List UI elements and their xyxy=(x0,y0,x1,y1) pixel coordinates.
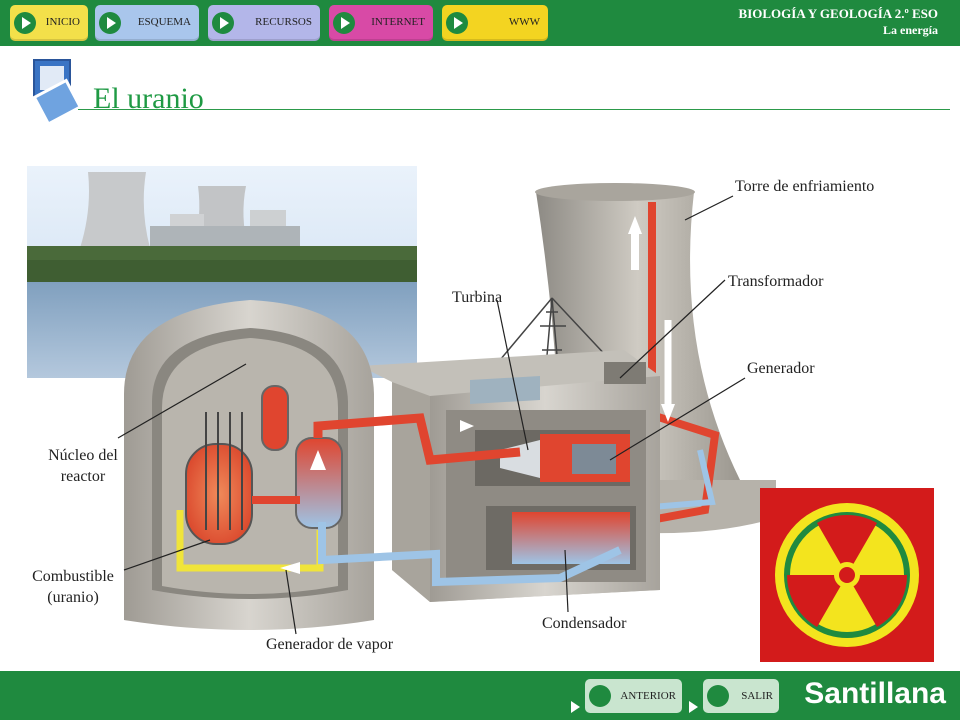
course-header: BIOLOGÍA Y GEOLOGÍA 2.º ESO La energía xyxy=(739,6,938,38)
play-icon xyxy=(99,12,121,34)
nav-esquema-label: ESQUEMA xyxy=(137,16,191,28)
nav-recursos-label: RECURSOS xyxy=(255,16,312,28)
nav-recursos-button[interactable]: RECURSOS xyxy=(208,5,320,41)
play-icon xyxy=(333,12,355,34)
radiation-warning-icon xyxy=(760,488,934,662)
play-icon xyxy=(571,701,580,713)
label-condenser: Condensador xyxy=(542,615,627,632)
label-reactor-core-line2: reactor xyxy=(60,468,106,485)
reactor-containment xyxy=(124,300,622,630)
nav-internet-button[interactable]: INTERNET xyxy=(329,5,433,41)
circle-icon xyxy=(589,685,611,707)
previous-button[interactable]: ANTERIOR xyxy=(571,679,682,713)
turbine-building xyxy=(360,350,660,602)
nuclear-plant-diagram xyxy=(27,166,934,662)
label-fuel-line2: (uranio) xyxy=(47,589,99,606)
nav-esquema-button[interactable]: ESQUEMA xyxy=(95,5,199,41)
top-navigation-bar: INICIO ESQUEMA RECURSOS INTERNET WWW BIO… xyxy=(0,0,960,46)
previous-label: ANTERIOR xyxy=(620,690,676,702)
label-leader-lines xyxy=(117,195,746,635)
nav-inicio-button[interactable]: INICIO xyxy=(10,5,88,41)
play-icon xyxy=(14,12,36,34)
title-divider xyxy=(78,109,950,110)
label-fuel-line1: Combustible xyxy=(32,568,114,585)
label-turbine: Turbina xyxy=(452,289,503,306)
nav-inicio-label: INICIO xyxy=(45,16,80,28)
nav-www-button[interactable]: WWW xyxy=(442,5,548,41)
exit-button[interactable]: SALIR xyxy=(689,679,779,713)
unit-title: La energía xyxy=(883,23,938,37)
label-generator: Generador xyxy=(747,360,815,377)
page-title: El uranio xyxy=(93,82,204,115)
circle-icon xyxy=(707,685,729,707)
label-reactor-core: Núcleo del reactor xyxy=(38,445,128,487)
label-transformer: Transformador xyxy=(728,273,824,290)
play-icon xyxy=(689,701,698,713)
nav-www-label: WWW xyxy=(508,16,540,28)
play-icon xyxy=(446,12,468,34)
label-cooling-tower: Torre de enfriamiento xyxy=(735,178,875,195)
exit-label: SALIR xyxy=(741,690,773,702)
santillana-logo: Santillana xyxy=(804,677,946,710)
play-icon xyxy=(212,12,234,34)
label-steam-generator: Generador de vapor xyxy=(266,636,394,653)
nav-internet-label: INTERNET xyxy=(371,16,425,28)
course-title: BIOLOGÍA Y GEOLOGÍA 2.º ESO xyxy=(738,6,938,21)
label-reactor-core-line1: Núcleo del xyxy=(48,447,118,464)
label-fuel: Combustible (uranio) xyxy=(20,566,126,608)
bottom-navigation-bar: ANTERIOR SALIR xyxy=(0,671,960,720)
document-stack-icon xyxy=(32,59,82,124)
